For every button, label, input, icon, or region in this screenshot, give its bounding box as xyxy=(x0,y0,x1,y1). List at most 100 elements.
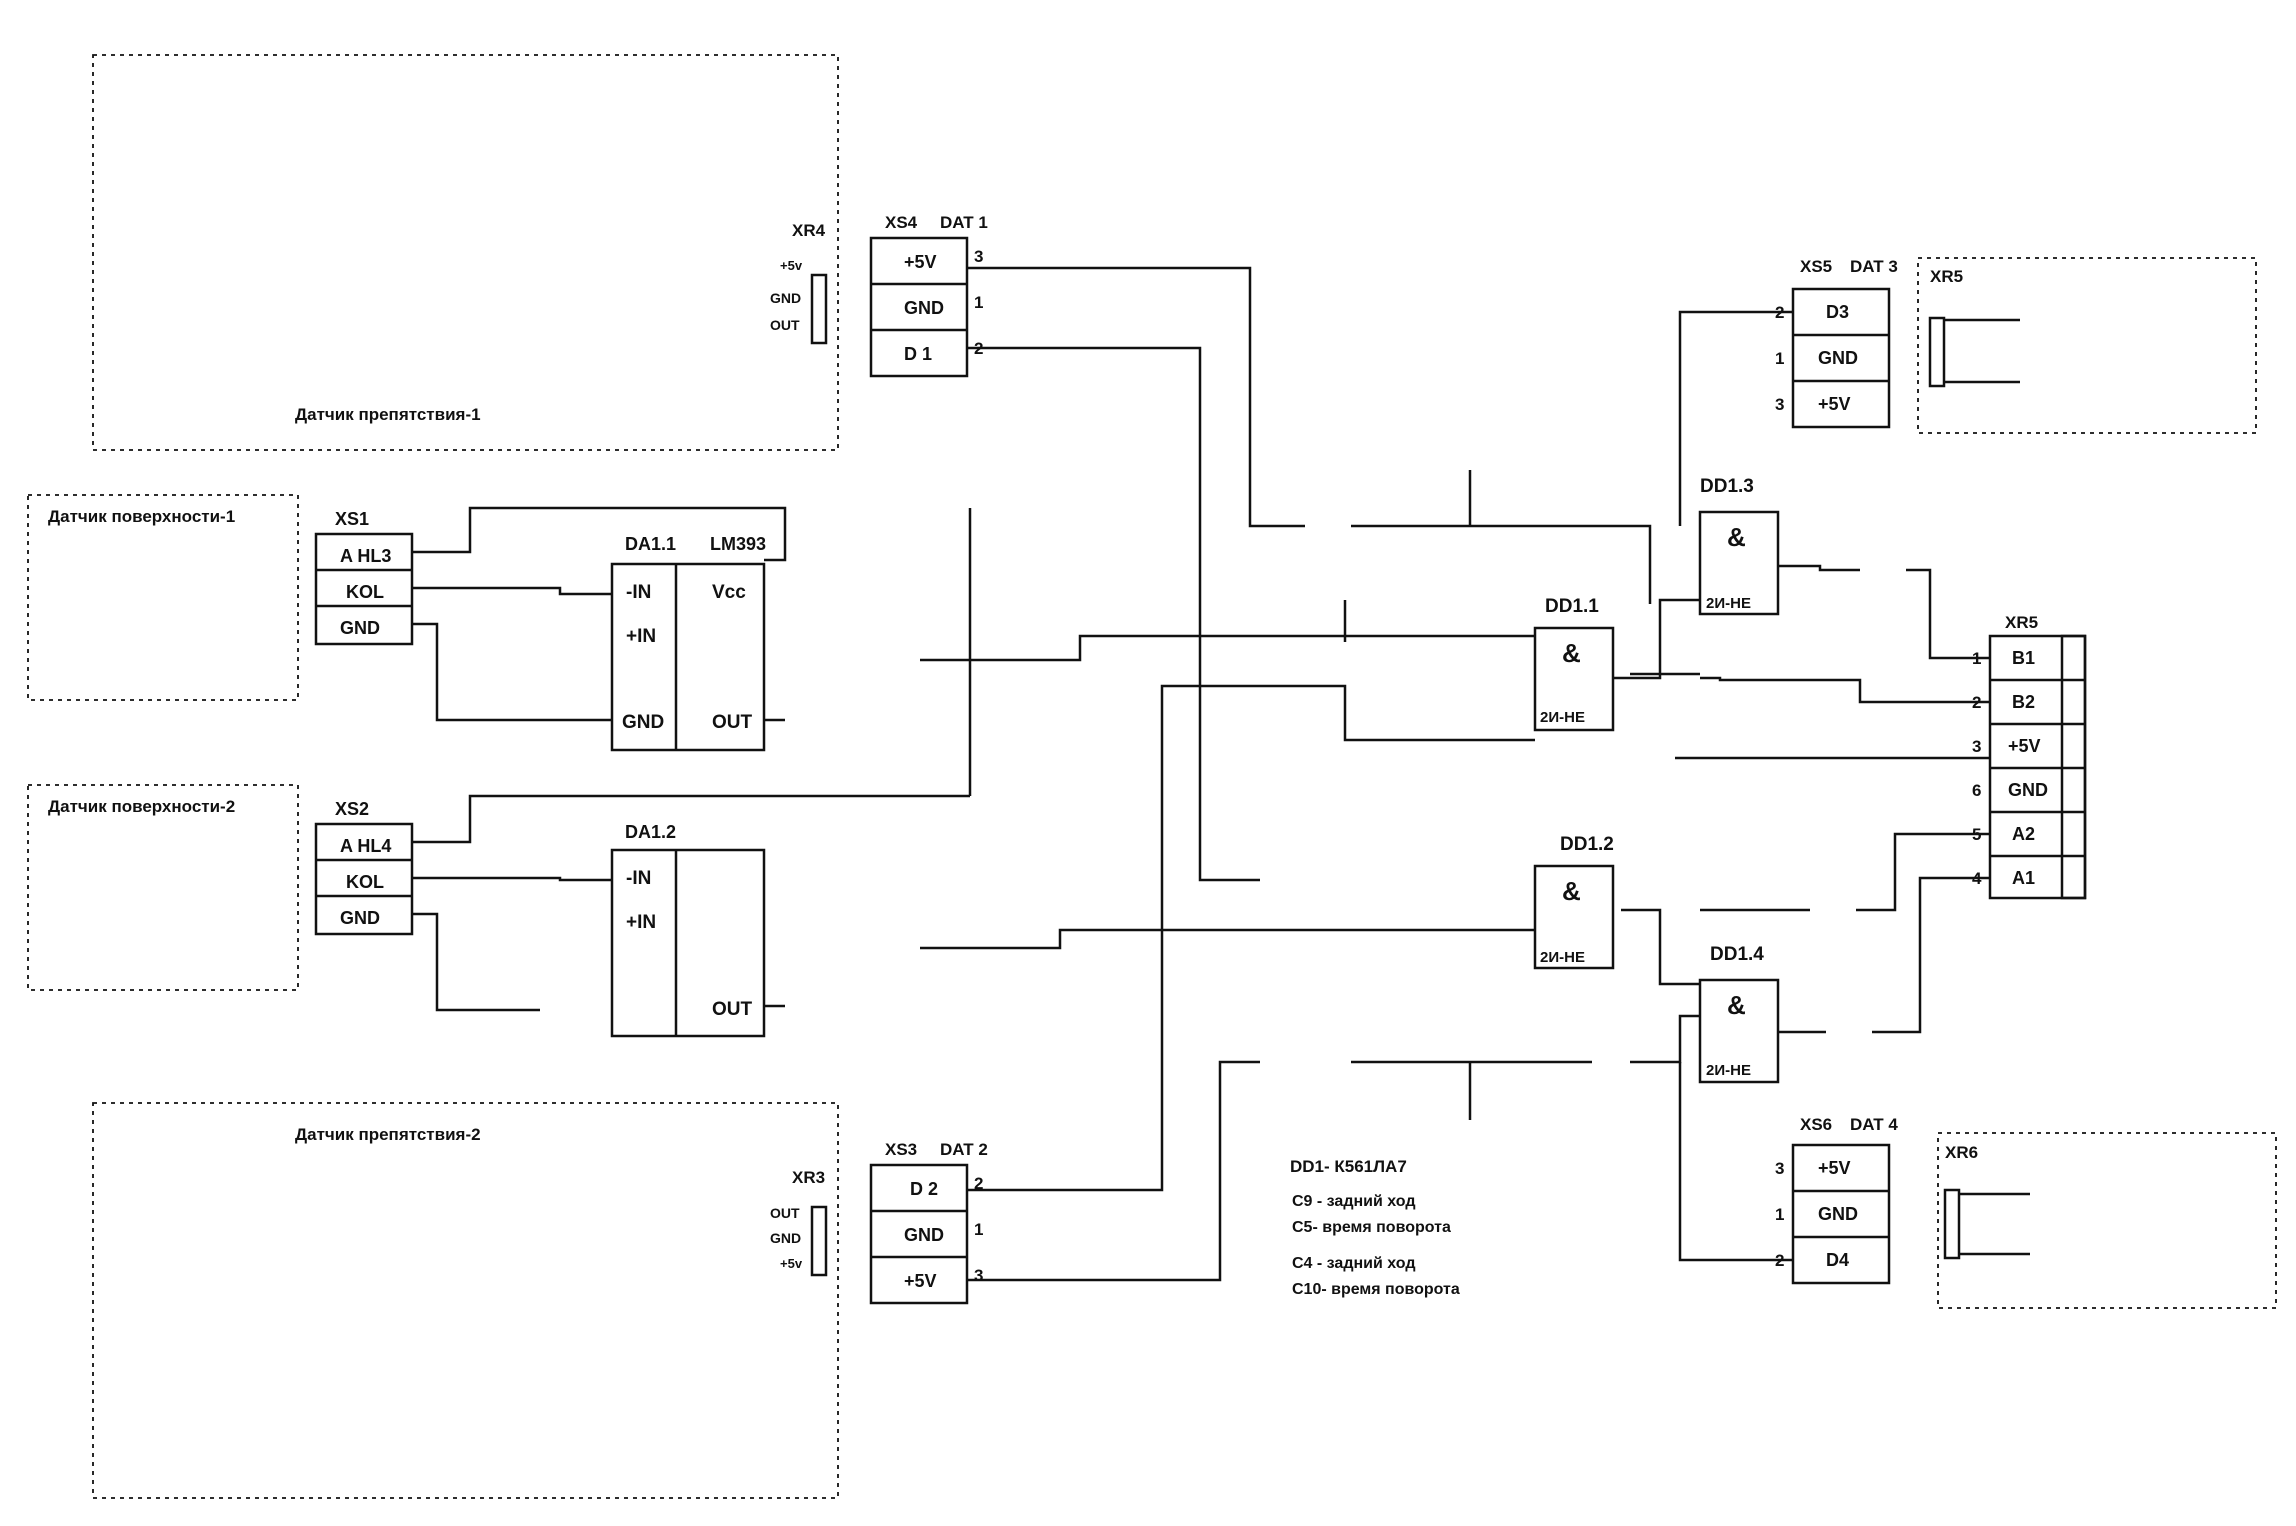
xs1-row: GND xyxy=(340,618,380,638)
xr4-label: +5v xyxy=(780,258,803,273)
xr4-terminal xyxy=(810,273,828,345)
xs5-pin: 3 xyxy=(1775,395,1784,414)
dd12-type: 2И-НЕ xyxy=(1540,949,1585,966)
da11-block xyxy=(610,562,766,752)
dd12-gate xyxy=(1533,864,1615,970)
surface-sensor-1-box xyxy=(27,494,299,701)
xs4-name: XS4 xyxy=(885,213,918,232)
dd14-name: DD1.4 xyxy=(1710,944,1764,965)
xr6-terminal xyxy=(1943,1188,1961,1260)
xs6-pin: 1 xyxy=(1775,1205,1784,1224)
xs4-row: GND xyxy=(904,298,944,318)
obstacle-sensor-2-title: Датчик препятствия-2 xyxy=(295,1125,481,1144)
note-c5: C5- время поворота xyxy=(1292,1219,1451,1236)
da12-name: DA1.2 xyxy=(625,822,676,842)
da11-pin-label: OUT xyxy=(712,712,753,733)
xs6-pin: 3 xyxy=(1775,1159,1784,1178)
xr5-small-name: XR5 xyxy=(1930,267,1963,286)
xs3-name: XS3 xyxy=(885,1140,917,1159)
xr5-row: +5V xyxy=(2008,736,2041,756)
da12-pin-label: -IN xyxy=(626,868,651,889)
surface-sensor-2-box xyxy=(27,784,299,991)
xs4-connector xyxy=(869,236,969,378)
xs6-name: XS6 xyxy=(1800,1115,1832,1134)
surface-sensor-1-title: Датчик поверхности-1 xyxy=(48,507,235,526)
dd12-name: DD1.2 xyxy=(1560,834,1614,855)
xr5-row: A1 xyxy=(2012,868,2035,888)
xs4-dat: DAT 1 xyxy=(940,213,988,232)
da11-part: LM393 xyxy=(710,534,766,554)
xs6-dat: DAT 4 xyxy=(1850,1115,1898,1134)
note-c9: C9 - задний ход xyxy=(1292,1193,1415,1210)
and-symbol: & xyxy=(1727,990,1746,1020)
obstacle-sensor-1-box xyxy=(92,54,839,451)
xs3-pin: 2 xyxy=(974,1174,983,1193)
xs4-row: D 1 xyxy=(904,344,932,364)
xs4-pin: 1 xyxy=(974,293,983,312)
xs5-row: +5V xyxy=(1818,394,1851,414)
xs2-row: A HL4 xyxy=(340,836,391,856)
xs2-row: GND xyxy=(340,908,380,928)
dd13-type: 2И-НЕ xyxy=(1706,595,1751,612)
da12-block xyxy=(610,848,766,1038)
xr5-main-name: XR5 xyxy=(2005,613,2038,632)
xs6-row: +5V xyxy=(1818,1158,1851,1178)
dd13-gate xyxy=(1698,510,1780,616)
xr3-terminal xyxy=(810,1205,828,1277)
xs3-row: GND xyxy=(904,1225,944,1245)
da11-pin-label: GND xyxy=(622,712,664,733)
da12-pin-label: +IN xyxy=(626,912,656,933)
and-symbol: & xyxy=(1727,522,1746,552)
and-symbol: & xyxy=(1562,876,1581,906)
switch-s2-box xyxy=(1937,1132,2277,1309)
switch-s1-box xyxy=(1917,257,2257,434)
xs3-pin: 1 xyxy=(974,1220,983,1239)
note-c10: C10- время поворота xyxy=(1292,1281,1460,1298)
da11-pin-label: -IN xyxy=(626,582,651,603)
xs5-row: GND xyxy=(1818,348,1858,368)
xs3-dat: DAT 2 xyxy=(940,1140,988,1159)
xr5-pin: 6 xyxy=(1972,781,1981,800)
xr3-label: GND xyxy=(770,1230,801,1246)
xr3-name: XR3 xyxy=(792,1168,825,1187)
xs3-pin: 3 xyxy=(974,1266,983,1285)
xr5-row: A2 xyxy=(2012,824,2035,844)
dd13-name: DD1.3 xyxy=(1700,476,1754,497)
xs6-connector xyxy=(1791,1143,1891,1285)
xs1-name: XS1 xyxy=(335,509,369,529)
xs1-row: KOL xyxy=(346,582,384,602)
da11-pin-label: +IN xyxy=(626,626,656,647)
xr4-label: OUT xyxy=(770,317,800,333)
xr6-name: XR6 xyxy=(1945,1143,1978,1162)
xs4-pin: 3 xyxy=(974,247,983,266)
xs3-row: D 2 xyxy=(910,1179,938,1199)
xr4-name: XR4 xyxy=(792,221,826,240)
xr3-label: +5v xyxy=(780,1256,803,1271)
dd11-name: DD1.1 xyxy=(1545,596,1599,617)
da11-pin-label: Vcc xyxy=(712,582,746,603)
and-symbol: & xyxy=(1562,638,1581,668)
obstacle-sensor-2-box xyxy=(92,1102,839,1499)
xs5-pin: 1 xyxy=(1775,349,1784,368)
xs3-row: +5V xyxy=(904,1271,937,1291)
dd14-type: 2И-НЕ xyxy=(1706,1062,1751,1079)
xs3-connector xyxy=(869,1163,969,1305)
wiring xyxy=(412,266,2030,1282)
xr5-row: GND xyxy=(2008,780,2048,800)
xr5-pin: 3 xyxy=(1972,737,1981,756)
xr5-row: B1 xyxy=(2012,648,2035,668)
xs6-row: D4 xyxy=(1826,1250,1849,1270)
da12-pin-label: OUT xyxy=(712,999,753,1020)
xs5-row: D3 xyxy=(1826,302,1849,322)
xr5-small-terminal xyxy=(1928,316,1946,388)
note-chip: DD1- К561ЛА7 xyxy=(1290,1157,1407,1176)
xr4-label: GND xyxy=(770,290,801,306)
obstacle-sensor-1-title: Датчик препятствия-1 xyxy=(295,405,481,424)
note-c4: C4 - задний ход xyxy=(1292,1255,1415,1272)
xr3-label: OUT xyxy=(770,1205,800,1221)
xs6-row: GND xyxy=(1818,1204,1858,1224)
xs1-row: A HL3 xyxy=(340,546,391,566)
xs2-row: KOL xyxy=(346,872,384,892)
